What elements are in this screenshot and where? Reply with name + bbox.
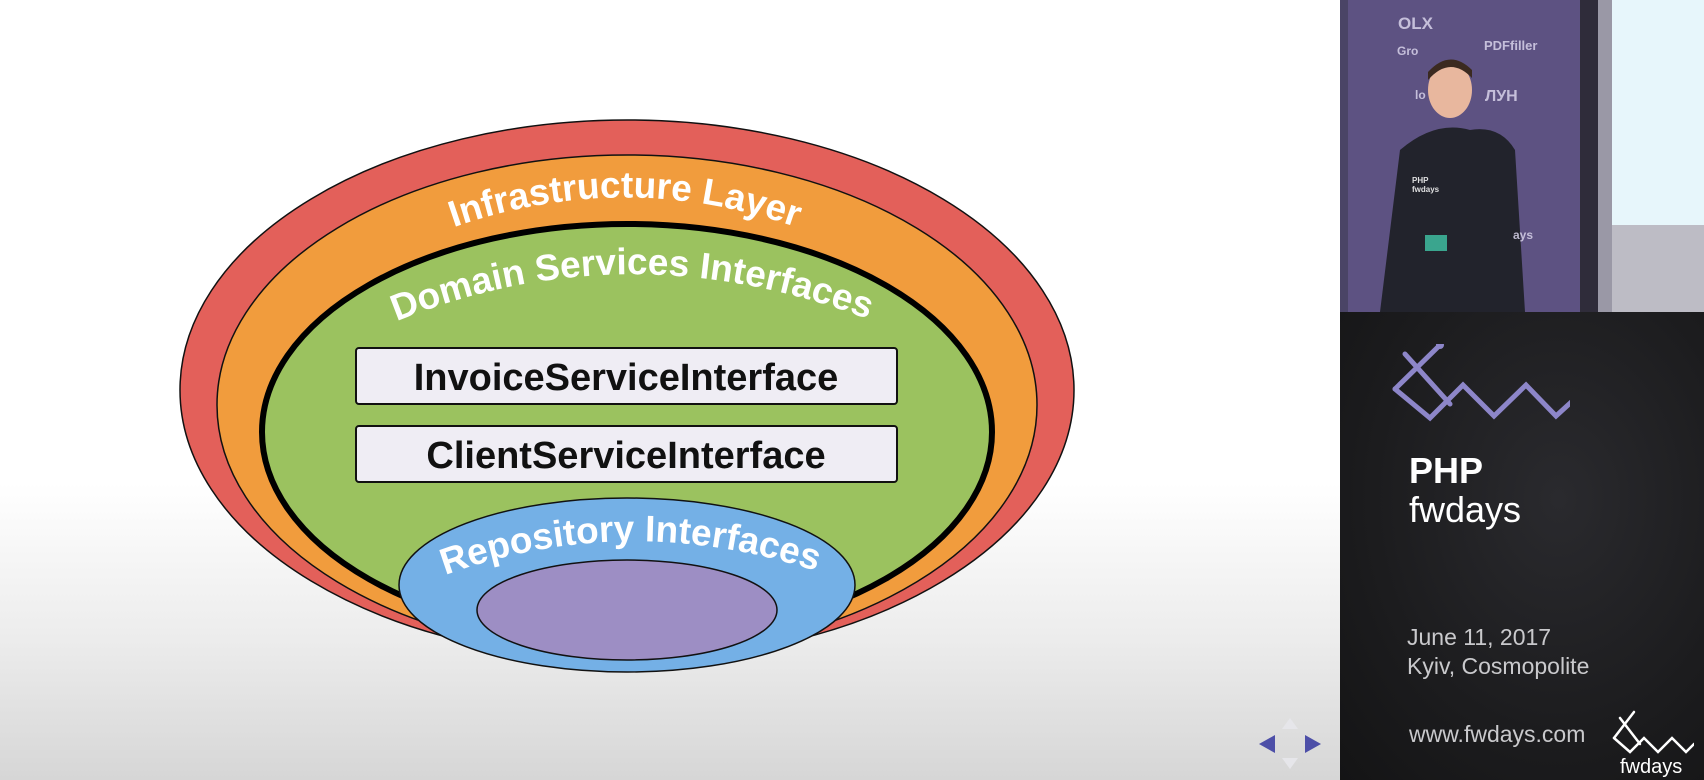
shirt-text-fwdays: fwdays <box>1412 185 1440 194</box>
conference-sidebar: OLX Gro PDFfiller ЛУН lo ays PHP fwdays … <box>1340 0 1704 780</box>
core-purple-ellipse <box>476 559 778 661</box>
event-date: June 11, 2017 <box>1407 624 1552 650</box>
invoice-service-label: InvoiceServiceInterface <box>414 357 839 399</box>
client-service-box <box>355 425 898 483</box>
brand-php: PHP <box>1409 450 1484 491</box>
speaker-video-frame <box>1340 0 1704 312</box>
fwdays-corner-logo-icon <box>1612 710 1694 754</box>
nav-up-icon <box>1282 718 1298 729</box>
brand-fwdays: fwdays <box>1409 489 1522 530</box>
invoice-service-box <box>355 347 898 405</box>
sponsor-gro: Gro <box>1397 44 1419 58</box>
sponsor-lun: ЛУН <box>1485 88 1518 105</box>
speaker-video: OLX Gro PDFfiller ЛУН lo ays PHP fwdays <box>1340 0 1704 312</box>
next-slide-icon[interactable] <box>1305 735 1321 753</box>
speaker-head <box>1428 62 1472 118</box>
sponsor-lo: lo <box>1415 88 1426 102</box>
event-venue: Kyiv, Cosmopolite <box>1407 653 1590 679</box>
sponsor-olx: OLX <box>1398 14 1433 33</box>
sponsor-ays: ays <box>1513 228 1534 242</box>
sponsor-pdffiller: PDFfiller <box>1484 38 1538 53</box>
speaker-body <box>1380 127 1525 312</box>
layer-diagram: Infrastructure Layer Domain Services Int… <box>179 119 1075 673</box>
client-service-label: ClientServiceInterface <box>426 435 825 477</box>
prev-slide-icon[interactable] <box>1259 735 1275 753</box>
nav-down-icon <box>1282 758 1298 769</box>
shirt-text-php: PHP <box>1412 176 1429 185</box>
fwdays-logo-icon <box>1392 344 1570 422</box>
website-link[interactable]: www.fwdays.com <box>1409 721 1586 747</box>
corner-fwdays-label: fwdays <box>1620 756 1683 778</box>
branding-panel: PHP fwdays June 11, 2017 Kyiv, Cosmopoli… <box>1340 312 1704 780</box>
slide: Infrastructure Layer Domain Services Int… <box>0 0 1340 780</box>
speaker-badge <box>1425 235 1447 251</box>
